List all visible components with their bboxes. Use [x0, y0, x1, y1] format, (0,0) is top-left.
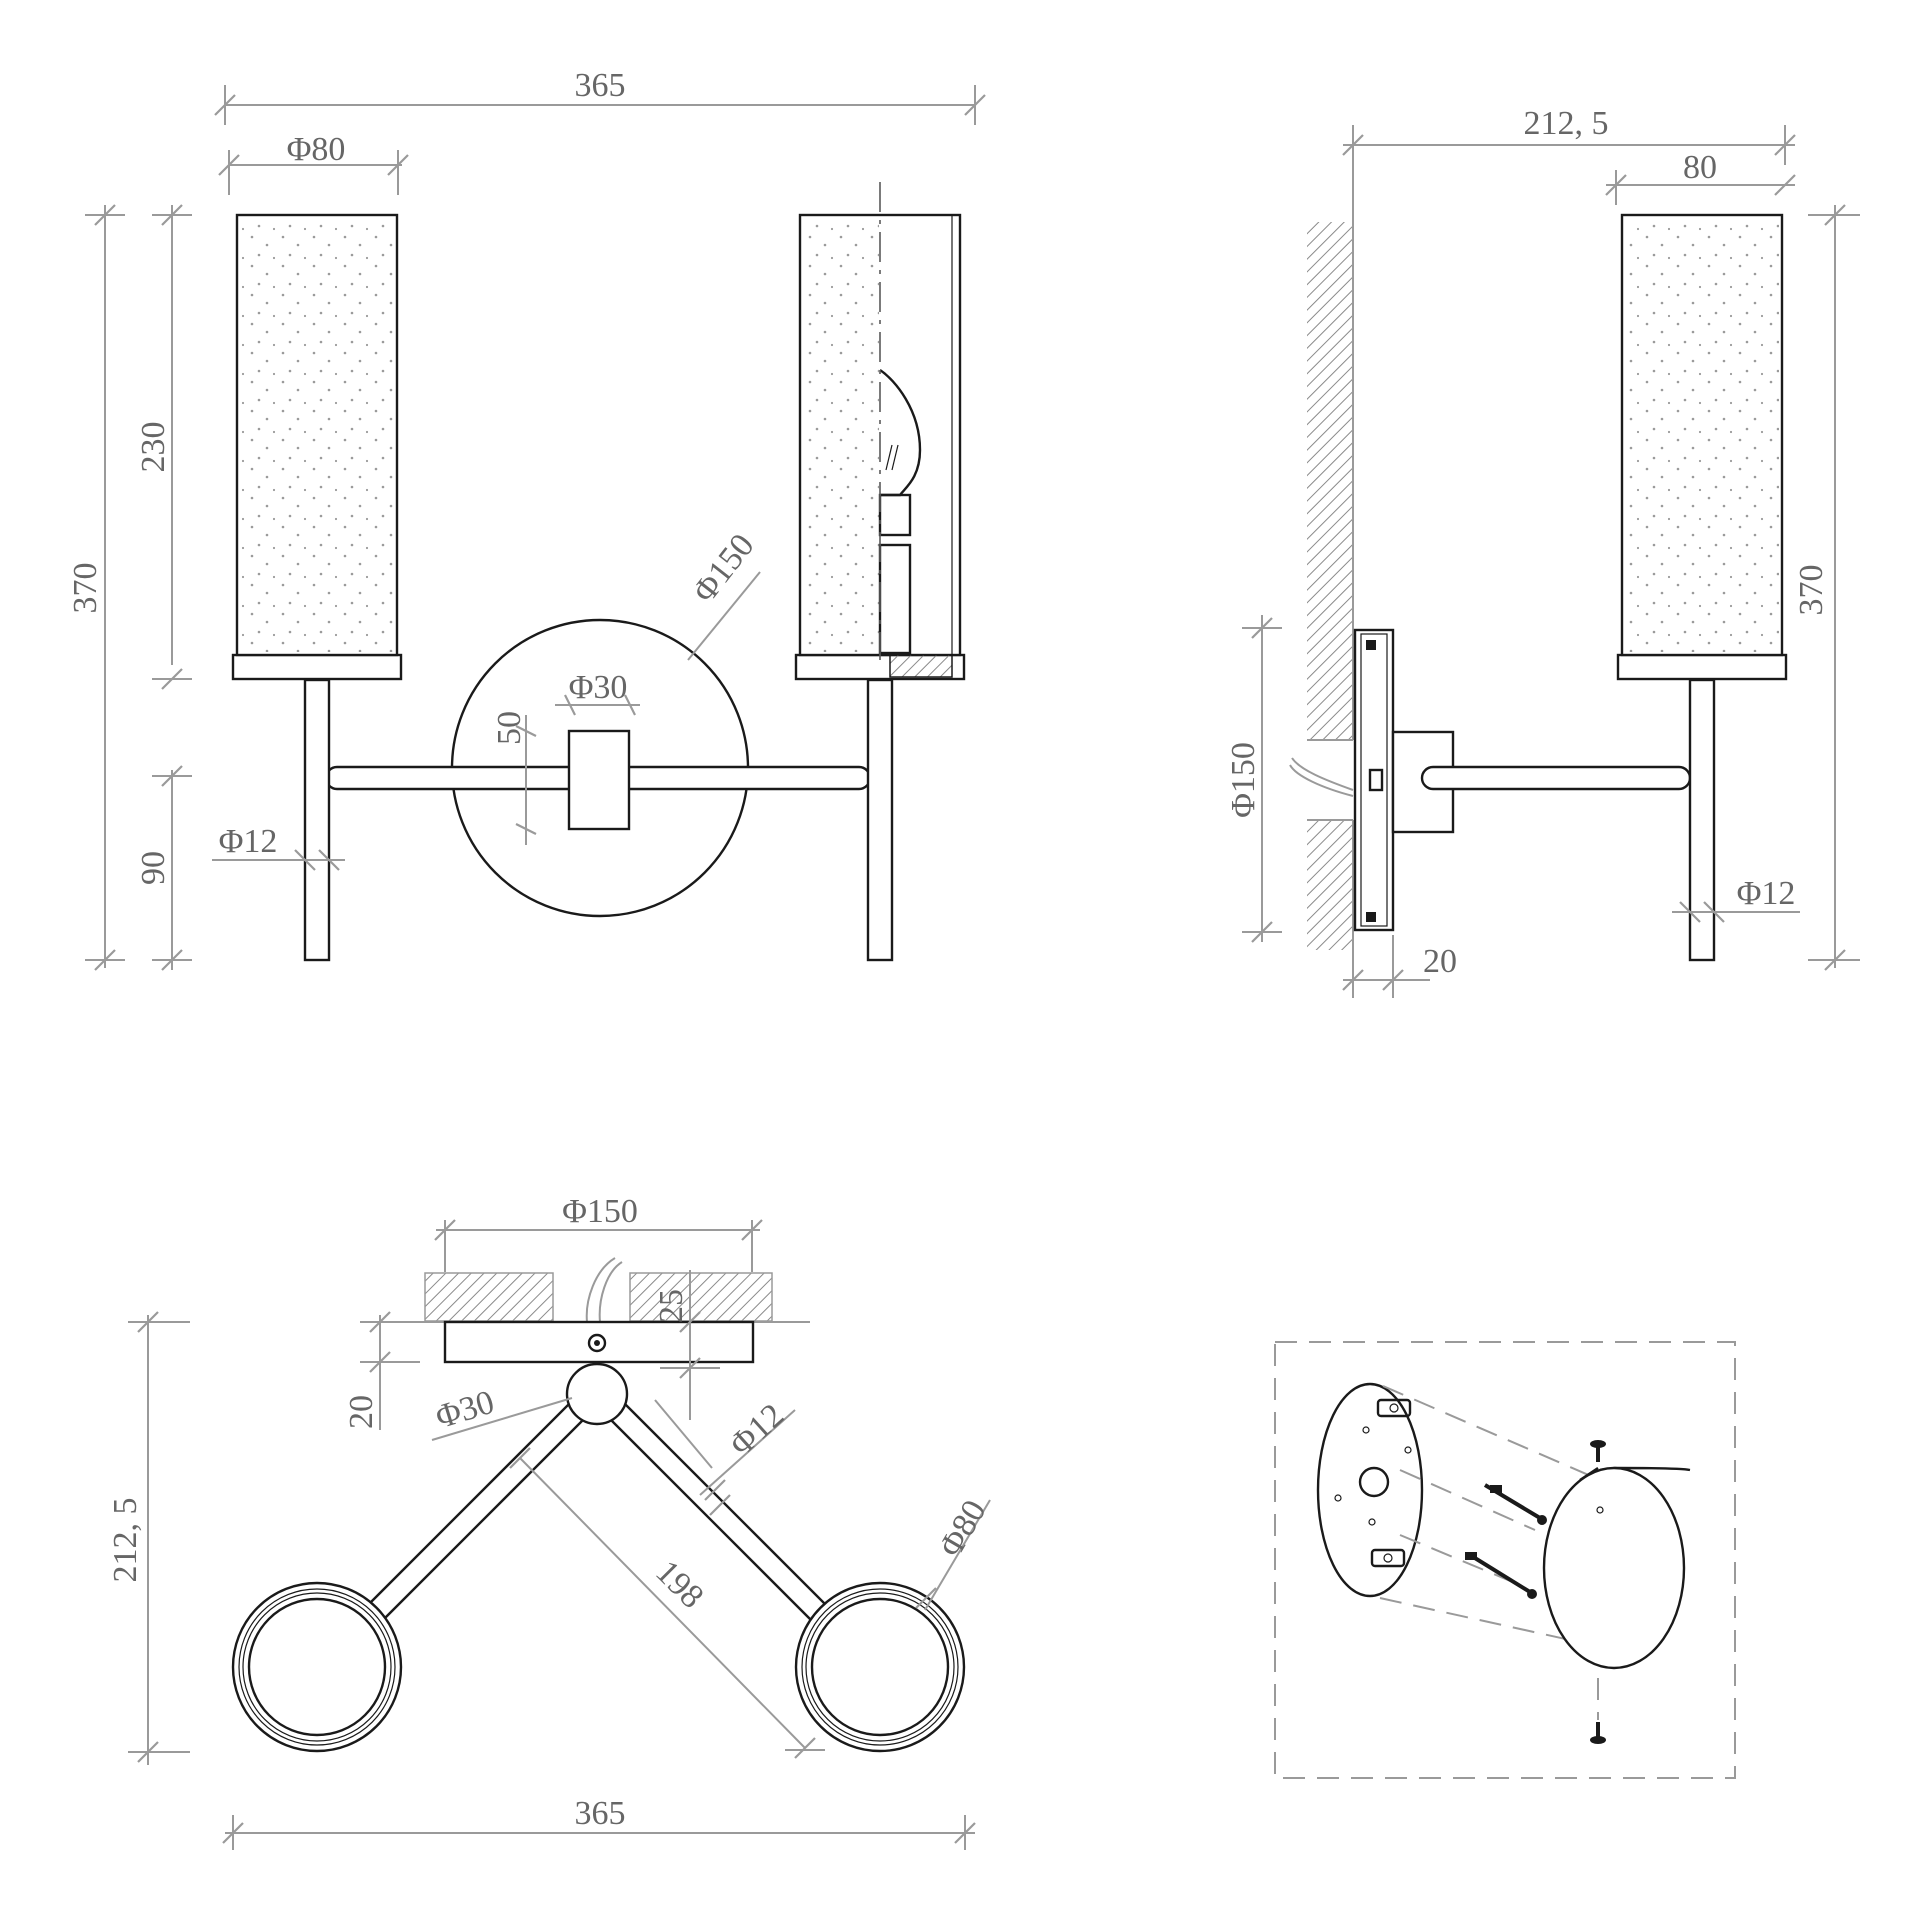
top-overall-width-label: 365 [575, 1795, 626, 1832]
top-shade-diameter-label: Φ80 [932, 1494, 993, 1563]
side-base-thickness-label: 20 [1423, 943, 1457, 980]
mounting-detail [1274, 1341, 1736, 1779]
left-stem [303, 678, 331, 962]
front-base-diameter-label: Φ150 [686, 527, 762, 610]
wall-section-left [424, 1272, 554, 1322]
top-base-diameter-label: Φ150 [562, 1193, 638, 1230]
side-arm [1420, 765, 1692, 791]
right-stem [866, 678, 894, 962]
side-tube-diameter-label: Φ12 [1737, 875, 1796, 912]
top-base-thickness-label: 20 [343, 1395, 380, 1429]
canopy-cover [1542, 1466, 1686, 1670]
front-shade-diameter-label: Φ80 [287, 131, 346, 168]
front-overall-width-label: 365 [575, 67, 626, 104]
top-left-shade [231, 1581, 403, 1753]
top-left-arm [363, 1393, 595, 1625]
cap-screw-top-icon [1590, 1440, 1606, 1462]
side-overall-height-label: 370 [1793, 565, 1830, 616]
side-shade-texture [1625, 218, 1779, 652]
bulb-base [878, 493, 912, 537]
detail-frame [1274, 1341, 1736, 1779]
right-shade-texture [803, 218, 879, 652]
wall-section-upper [1307, 222, 1353, 740]
front-stem-height-label: 90 [135, 851, 172, 885]
top-projection-label: 212, 5 [107, 1498, 144, 1583]
side-view: 212, 5 80 370 Φ150 20 Φ12 [1225, 105, 1860, 998]
side-stem [1688, 678, 1716, 962]
cable [1291, 757, 1354, 791]
cap-screw-bottom-icon [1590, 1722, 1606, 1744]
top-view: Φ150 25 20 Φ30 Φ12 198 Φ80 212, 5 365 [107, 1193, 994, 1850]
hub [567, 729, 631, 831]
top-screw-icon [587, 1333, 607, 1353]
top-tube-diameter-label: Φ12 [723, 1397, 791, 1464]
top-cable [585, 1257, 616, 1323]
front-overall-height-label: 370 [67, 563, 104, 614]
side-shade-diameter-label: 80 [1683, 149, 1717, 186]
side-base-diameter-label: Φ150 [1225, 742, 1262, 818]
wall-section-right [629, 1272, 773, 1322]
front-shade-height-label: 230 [135, 422, 172, 473]
bulb-icon [879, 369, 922, 497]
left-shade-texture [240, 218, 394, 652]
front-hub-diameter-label: Φ30 [569, 669, 628, 706]
side-cup [1616, 653, 1788, 681]
wall-section-lower [1307, 820, 1353, 950]
screw-icon [1465, 1483, 1547, 1599]
top-hub-diameter-label: Φ30 [431, 1384, 498, 1437]
cup-section-hatch [889, 654, 953, 678]
top-right-shade [794, 1581, 966, 1753]
mounting-bracket [1316, 1382, 1424, 1598]
side-projection-label: 212, 5 [1524, 105, 1609, 142]
front-tube-diameter-label: Φ12 [219, 823, 278, 860]
top-recess-depth-label: 25 [653, 1289, 690, 1323]
top-hub [565, 1362, 629, 1426]
left-cup [231, 653, 403, 681]
side-bracket-screw [1368, 768, 1384, 792]
front-view: 365 Φ80 370 230 90 Φ12 Φ30 50 Φ150 [67, 67, 986, 971]
top-arm-length-label: 198 [648, 1553, 710, 1615]
front-hub-height-label: 50 [491, 711, 528, 745]
